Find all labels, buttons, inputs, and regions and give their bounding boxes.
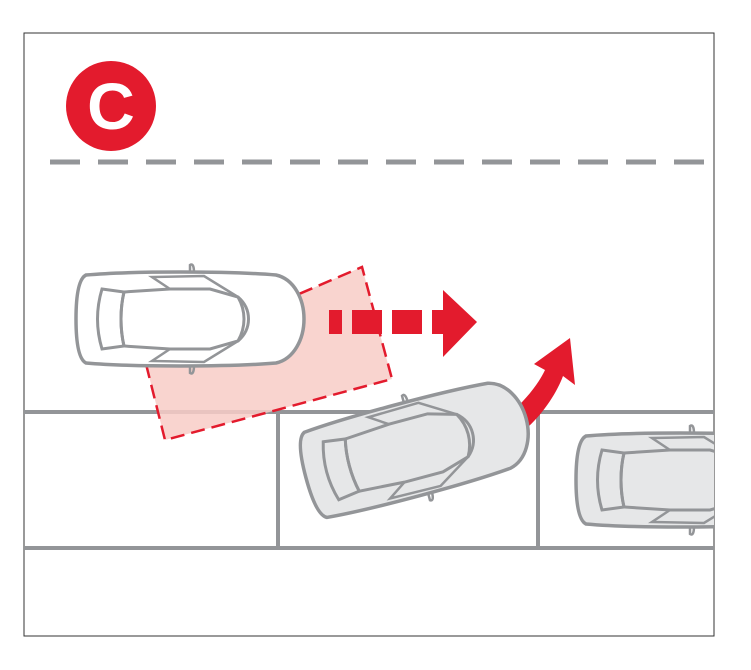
approaching-car-icon (74, 262, 306, 376)
dashed-arrow-icon (329, 290, 477, 357)
exit-arrow-icon (512, 338, 575, 432)
scenario-badge: C (66, 61, 156, 151)
parked-car-icon (574, 423, 714, 537)
